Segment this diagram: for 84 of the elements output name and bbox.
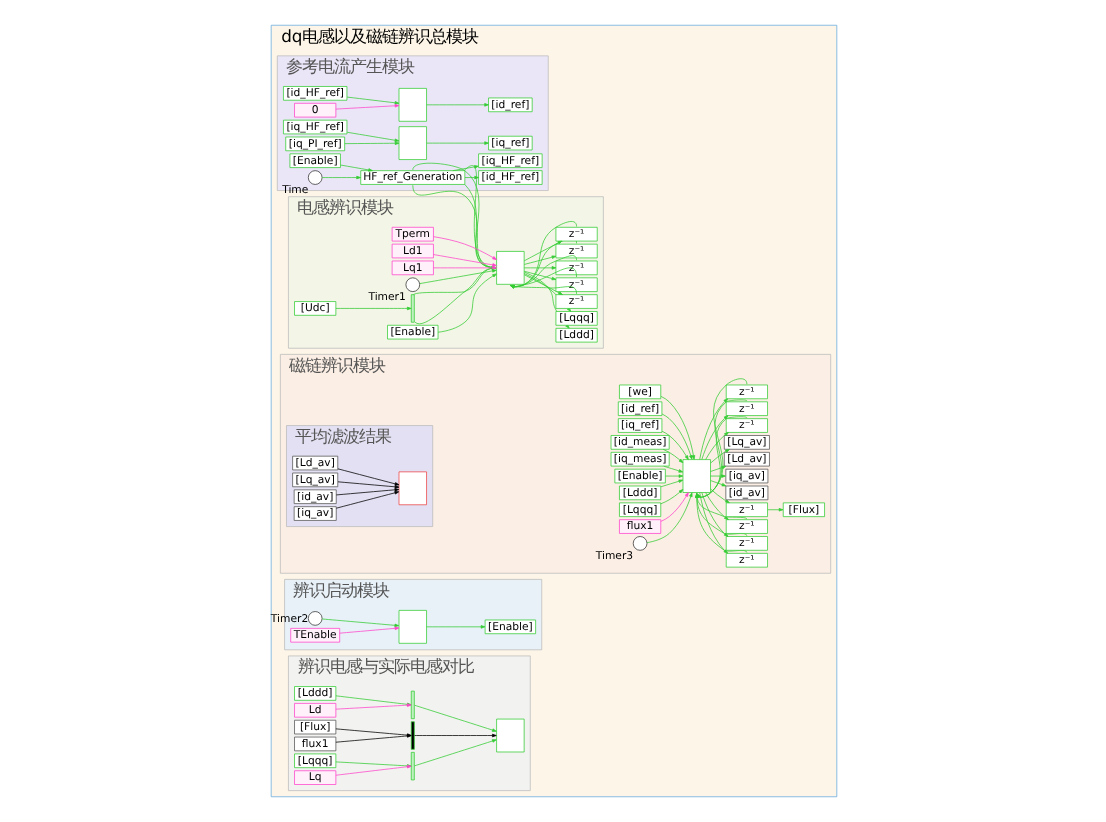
arrow (709, 488, 729, 504)
arrow (320, 618, 399, 628)
arrow (436, 273, 496, 333)
arrow (343, 141, 399, 145)
arrow (709, 474, 725, 478)
arrow (661, 448, 683, 464)
arrow (336, 481, 399, 489)
arrow (659, 492, 688, 522)
arrow (338, 626, 399, 634)
arrow (334, 306, 411, 311)
arrow (695, 378, 747, 498)
arrow (463, 184, 496, 270)
arrow (451, 165, 478, 172)
arrow (425, 625, 485, 629)
arrow (432, 254, 496, 267)
arrow (659, 396, 695, 460)
node-box (495, 718, 524, 753)
node-box (397, 610, 426, 644)
arrow (709, 449, 729, 464)
node-bar (409, 294, 414, 323)
node-circle (631, 536, 647, 551)
arrow (411, 184, 496, 270)
node-circle (404, 277, 420, 292)
arrow (336, 468, 399, 486)
arrow (432, 266, 496, 270)
arrow (522, 240, 562, 262)
arrow (698, 492, 728, 554)
arrow (413, 704, 496, 732)
arrow (334, 695, 411, 707)
arrow (418, 269, 496, 284)
node-bar (409, 721, 414, 750)
arrow (659, 479, 683, 488)
arrow (345, 131, 399, 142)
node-box (397, 471, 426, 506)
node-box (397, 88, 426, 122)
node-bar (409, 690, 414, 720)
arrow (522, 266, 556, 270)
arrow (334, 488, 399, 496)
arrow (413, 266, 496, 325)
arrow (694, 493, 747, 520)
arrow (660, 430, 688, 460)
arrow (413, 733, 496, 738)
arrow (522, 274, 562, 295)
arrow (462, 165, 496, 270)
arrow (334, 104, 399, 110)
arrow (334, 703, 411, 710)
arrow (425, 141, 488, 145)
arrow (660, 413, 692, 460)
arrow (463, 175, 478, 180)
arrow (522, 255, 556, 265)
arrow (334, 491, 399, 509)
node-circle (306, 611, 322, 626)
arrow (704, 432, 728, 460)
arrow (700, 492, 728, 537)
arrow (766, 508, 783, 512)
arrow (425, 103, 488, 107)
arrow (659, 489, 683, 505)
arrow (700, 415, 728, 460)
arrow (523, 271, 569, 329)
arrow (694, 493, 747, 537)
arrow (432, 236, 496, 260)
node-circle (306, 170, 322, 185)
arrow (522, 273, 571, 312)
arrow (345, 96, 399, 105)
arrow (320, 175, 360, 180)
arrow (662, 465, 683, 473)
arrow (704, 492, 728, 520)
node-bar (409, 752, 414, 781)
arrow (709, 480, 726, 487)
node-box (681, 459, 710, 493)
arrow (509, 221, 576, 289)
arrow (411, 162, 496, 270)
arrow (698, 398, 728, 460)
arrow (522, 270, 556, 281)
arrow (339, 164, 372, 172)
arrow (509, 255, 576, 289)
arrow (412, 266, 496, 296)
arrow (645, 492, 692, 544)
arrow (664, 474, 683, 478)
node-box (495, 251, 524, 285)
arrow (694, 493, 747, 553)
node-box (397, 126, 426, 160)
arrow (509, 238, 576, 289)
arrow (413, 739, 496, 767)
